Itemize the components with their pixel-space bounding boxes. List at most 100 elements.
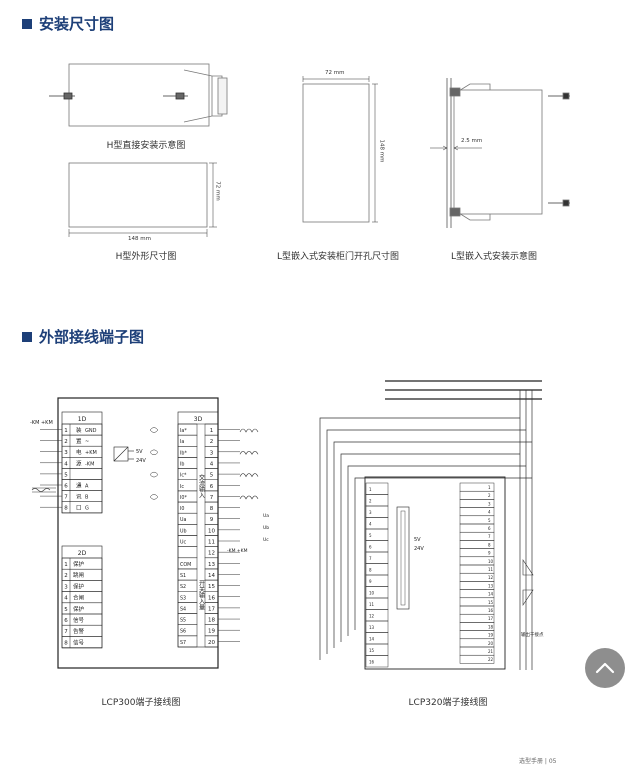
terminal-signal: S2 [180, 584, 186, 590]
km-label: -KM +KM [30, 420, 53, 426]
lcp320-wire [319, 417, 520, 660]
internal-ct-icon [149, 449, 159, 456]
lcp320-wire [347, 465, 526, 636]
terminal-number: 9 [488, 551, 491, 556]
terminal-number: 3 [64, 450, 68, 456]
terminal-number: 18 [208, 618, 215, 624]
terminal-signal: Ia [180, 439, 184, 445]
page-footer: 选型手册 | 05 [519, 758, 557, 765]
dim-label-gap: 2.5 mm [461, 138, 483, 144]
terminal-number: 2 [369, 499, 372, 504]
terminal-number: 2 [488, 493, 491, 498]
caption-l-cutout: L型嵌入式安装柜门开孔尺寸图 [276, 252, 400, 262]
switch-input-label: 开关输入量 [198, 580, 205, 611]
terminal-function: 保护 [73, 605, 85, 613]
terminal-signal: Ib [180, 461, 184, 467]
block-3d-label: 3D [194, 416, 203, 423]
ct-coil-icon [239, 428, 259, 433]
terminal-number: 20 [208, 640, 215, 646]
internal-ct-icon [149, 427, 159, 433]
terminal-number: 8 [369, 568, 372, 573]
caption-h-mount: H型直接安装示意图 [106, 141, 186, 151]
terminal-signal: S6 [180, 629, 186, 635]
h-outline-drawing [68, 162, 217, 237]
terminal-number: 9 [210, 517, 214, 523]
comm-cable-icon [31, 487, 56, 493]
terminal-signal: G [85, 506, 89, 512]
section-title-wiring-text: 外部接线端子图 [39, 328, 145, 346]
terminal-number: 11 [488, 567, 494, 572]
terminal-signal: B [85, 495, 89, 501]
terminal-number: 14 [488, 592, 494, 597]
terminal-group: 源 [76, 459, 82, 467]
terminal-group: 置 [76, 438, 82, 445]
terminal-number: 14 [208, 573, 215, 579]
terminal-number: 9 [369, 579, 372, 584]
terminal-label-cell [177, 635, 198, 648]
terminal-number: 13 [208, 562, 215, 568]
block-2d-label: 2D [78, 550, 87, 557]
terminal-number: 11 [208, 540, 215, 546]
terminal-number: 7 [64, 629, 68, 635]
terminal-group: 口 [76, 505, 82, 512]
lcp300-5v-label: 5V [136, 449, 143, 455]
terminal-number: 17 [208, 606, 215, 612]
ct-coil-icon [239, 473, 259, 478]
terminal-number: 17 [488, 616, 494, 621]
terminal-number: 13 [369, 625, 375, 630]
u-label-c: Uc [263, 537, 269, 543]
lcp320-wire [326, 429, 526, 654]
l-mount-drawing [430, 78, 570, 228]
back-to-top-button[interactable] [585, 648, 625, 688]
terminal-number: 4 [488, 510, 491, 515]
lcp320-wire [354, 477, 532, 630]
terminal-number: 3 [488, 501, 491, 506]
terminal-number: 7 [369, 556, 372, 561]
terminal-number: 3 [64, 584, 68, 590]
terminal-number: 16 [208, 595, 215, 601]
terminal-number: 3 [369, 510, 372, 515]
terminal-signal: Ia* [180, 428, 187, 434]
terminal-number: 7 [64, 495, 68, 501]
lcp320-terminal-blocks: 1234567891011121314151612345678910111213… [365, 482, 495, 668]
terminal-signal: Uc [180, 540, 187, 546]
lcp320-right-terminal [459, 654, 495, 664]
terminal-number: 4 [64, 461, 68, 467]
internal-ct-icon [149, 494, 159, 500]
terminal-number: 6 [64, 484, 68, 490]
ct-coil-icon [239, 495, 259, 500]
terminal-number: 8 [210, 506, 214, 512]
terminal-signal: I0* [180, 495, 187, 501]
terminal-number: 3 [210, 450, 214, 456]
terminal-number: 15 [208, 584, 215, 590]
terminal-signal: S5 [180, 618, 186, 624]
terminal-number: 6 [210, 484, 214, 490]
terminal-number: 4 [64, 596, 68, 602]
terminal-signal: I0 [180, 506, 184, 512]
terminal-function: 跳闸 [73, 571, 84, 579]
terminal-number: 12 [369, 614, 375, 619]
block-1d-label: 1D [78, 416, 87, 423]
terminal-number: 10 [208, 528, 215, 534]
terminal-number: 7 [488, 534, 491, 539]
terminal-signal: Ua [180, 517, 187, 523]
terminal-number: 16 [488, 608, 494, 613]
terminal-number: 5 [64, 607, 68, 613]
h-mount-drawing [49, 63, 228, 127]
terminal-signal: Ub [180, 528, 187, 534]
terminal-group: 通 [76, 482, 82, 490]
lcp320-5v-label: 5V [414, 537, 421, 543]
u-label-b: Ub [263, 525, 269, 531]
terminal-number: 16 [369, 660, 375, 665]
terminal-number: 6 [488, 526, 491, 531]
caption-l-mount: L型嵌入式安装示意图 [450, 252, 538, 262]
terminal-number: 8 [64, 640, 68, 646]
terminal-function: 告警 [73, 627, 85, 635]
terminal-number: 19 [488, 633, 494, 638]
terminal-number: 12 [488, 575, 494, 580]
terminal-number: 11 [369, 602, 375, 607]
dim-label-72-l: 72 mm [325, 70, 345, 76]
terminal-number: 6 [64, 618, 68, 624]
